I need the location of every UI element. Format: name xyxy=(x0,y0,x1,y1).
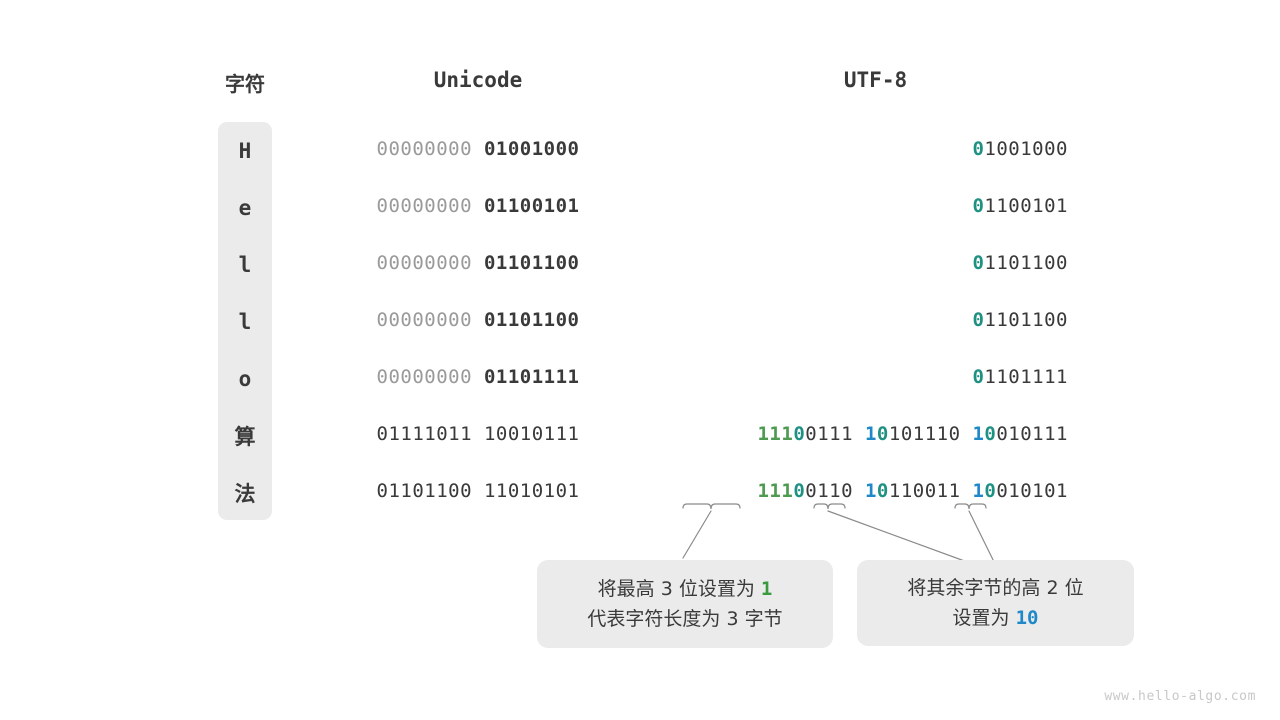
character-cell: 算 xyxy=(234,424,256,449)
utf8-bit-segment-dark: 010101 xyxy=(996,480,1068,502)
utf8-bit-segment-green: 111 xyxy=(757,480,794,502)
utf8-bit-segment-dark: 0110 xyxy=(805,480,865,502)
note-high-bits-line1: 将最高 3 位设置为 1 xyxy=(598,574,773,604)
utf8-bit-segment-dark: 1100101 xyxy=(984,195,1068,217)
unicode-padding-bits: 00000000 xyxy=(376,366,484,388)
utf8-bit-segment-blue: 1 xyxy=(864,480,877,502)
utf8-bit-segment-dark: 1101100 xyxy=(984,252,1068,274)
unicode-padding-bits: 00000000 xyxy=(376,252,484,274)
utf8-bit-segment-teal: 0 xyxy=(972,309,985,331)
unicode-cell: 00000000 01001000 xyxy=(349,138,607,160)
utf8-bit-segment-blue: 1 xyxy=(972,423,985,445)
utf8-bit-segment-dark: 110011 xyxy=(888,480,973,502)
note-high-bits-line1-text: 将最高 3 位设置为 xyxy=(597,578,761,600)
utf8-bit-segment-teal: 0 xyxy=(984,480,997,502)
utf8-bit-segment-dark: 1101111 xyxy=(984,366,1068,388)
unicode-bits: 01101100 xyxy=(483,252,580,274)
unicode-cell: 01101100 11010101 xyxy=(349,480,607,502)
utf8-cell: 01100101 xyxy=(683,195,1068,217)
character-cell: e xyxy=(238,195,252,220)
column-header-unicode: Unicode xyxy=(433,68,523,92)
character-cell: 法 xyxy=(234,481,256,506)
unicode-cell: 00000000 01101100 xyxy=(349,309,607,331)
utf8-bit-segment-teal: 0 xyxy=(984,423,997,445)
utf8-bit-segment-teal: 0 xyxy=(972,252,985,274)
character-cell: o xyxy=(238,366,252,391)
utf8-cell: 01001000 xyxy=(683,138,1068,160)
unicode-bits: 01101100 xyxy=(483,309,580,331)
note-high-bits: 将最高 3 位设置为 1 代表字符长度为 3 字节 xyxy=(537,560,833,648)
column-header-character: 字符 xyxy=(225,72,265,96)
note-continuation-bits-line2-text: 设置为 xyxy=(952,607,1016,629)
character-cell: l xyxy=(238,252,252,277)
unicode-cell: 01111011 10010111 xyxy=(349,423,607,445)
note-continuation-bits-line1: 将其余字节的高 2 位 xyxy=(907,577,1084,599)
utf8-cell: 11100110 10110011 10010101 xyxy=(683,480,1068,502)
note-high-bits-keyword: 1 xyxy=(760,578,773,600)
unicode-padding-bits: 00000000 xyxy=(376,309,484,331)
character-column-panel xyxy=(218,122,272,520)
utf8-bit-segment-blue: 1 xyxy=(972,480,985,502)
utf8-bit-segment-dark: 1001000 xyxy=(984,138,1068,160)
note-continuation-bits-keyword: 10 xyxy=(1015,607,1039,629)
column-header-utf8: UTF-8 xyxy=(843,68,908,92)
utf8-bit-segment-teal: 0 xyxy=(793,480,806,502)
utf8-bit-segment-teal: 0 xyxy=(793,423,806,445)
utf8-cell: 01101100 xyxy=(683,309,1068,331)
unicode-bits: 01111011 10010111 xyxy=(376,423,580,445)
unicode-cell: 00000000 01100101 xyxy=(349,195,607,217)
unicode-padding-bits: 00000000 xyxy=(376,195,484,217)
site-watermark: www.hello-algo.com xyxy=(1104,689,1256,704)
utf8-bit-segment-dark: 0111 xyxy=(805,423,865,445)
note-continuation-bits-line2: 设置为 10 xyxy=(953,603,1039,633)
unicode-bits: 01001000 xyxy=(483,138,580,160)
unicode-padding-bits: 00000000 xyxy=(376,138,484,160)
utf8-bit-segment-teal: 0 xyxy=(972,366,985,388)
character-cell: l xyxy=(238,309,252,334)
utf8-bit-segment-dark: 010111 xyxy=(996,423,1068,445)
note-high-bits-line2: 代表字符长度为 3 字节 xyxy=(587,608,783,630)
utf8-bit-segment-blue: 1 xyxy=(864,423,877,445)
unicode-cell: 00000000 01101111 xyxy=(349,366,607,388)
unicode-bits: 01101100 11010101 xyxy=(376,480,580,502)
utf8-bit-segment-dark: 101110 xyxy=(888,423,973,445)
unicode-bits: 01100101 xyxy=(483,195,580,217)
utf8-bit-segment-green: 111 xyxy=(757,423,794,445)
unicode-bits: 01101111 xyxy=(483,366,580,388)
utf8-cell: 01101111 xyxy=(683,366,1068,388)
utf8-bit-segment-teal: 0 xyxy=(876,480,889,502)
utf8-cell: 01101100 xyxy=(683,252,1068,274)
utf8-bit-segment-dark: 1101100 xyxy=(984,309,1068,331)
character-cell: H xyxy=(238,138,252,163)
utf8-bit-segment-teal: 0 xyxy=(972,138,985,160)
utf8-cell: 11100111 10101110 10010111 xyxy=(683,423,1068,445)
note-continuation-bits: 将其余字节的高 2 位 设置为 10 xyxy=(857,560,1134,646)
unicode-cell: 00000000 01101100 xyxy=(349,252,607,274)
utf8-bit-segment-teal: 0 xyxy=(876,423,889,445)
utf8-bit-segment-teal: 0 xyxy=(972,195,985,217)
